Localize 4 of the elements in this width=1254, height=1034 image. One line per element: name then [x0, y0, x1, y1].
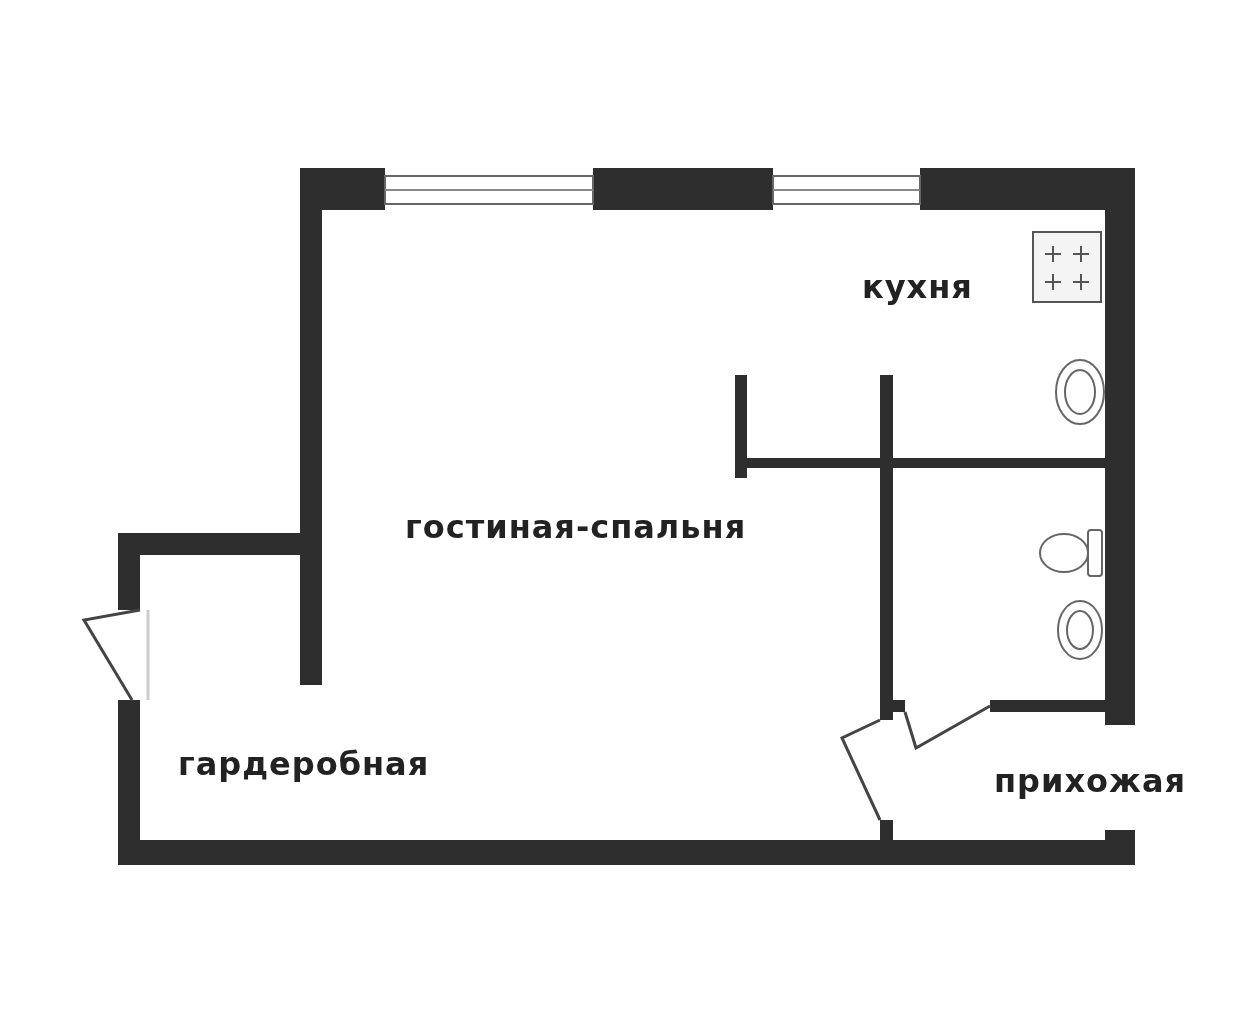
room-label: гардеробная: [178, 745, 430, 783]
room-label: прихожая: [994, 762, 1187, 800]
room-label: кухня: [862, 268, 973, 306]
room-label: гостиная-спальня: [405, 508, 747, 546]
